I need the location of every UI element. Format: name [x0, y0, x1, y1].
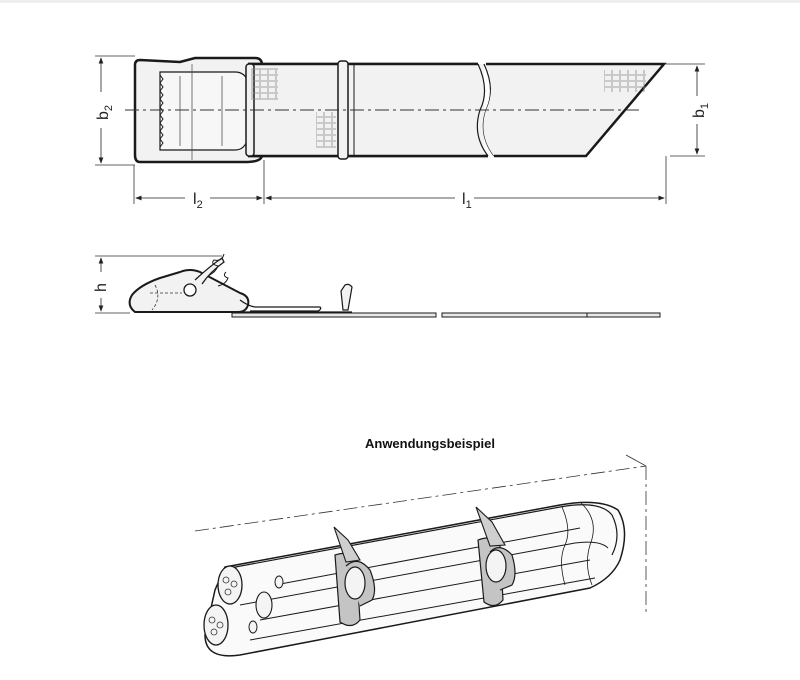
dim-h-label: h [93, 283, 110, 292]
side-view: h [93, 253, 661, 318]
top-view: b2 b1 l2 l1 [95, 55, 711, 211]
dim-l2-label: l2 [193, 191, 203, 211]
application-example-caption: Anwendungsbeispiel [364, 436, 495, 451]
dim-b2-label: b2 [95, 105, 115, 120]
application-example-illustration [194, 454, 647, 657]
dim-l1-label: l1 [462, 191, 472, 211]
dim-b1-label: b1 [691, 103, 711, 118]
top-border [0, 0, 800, 3]
